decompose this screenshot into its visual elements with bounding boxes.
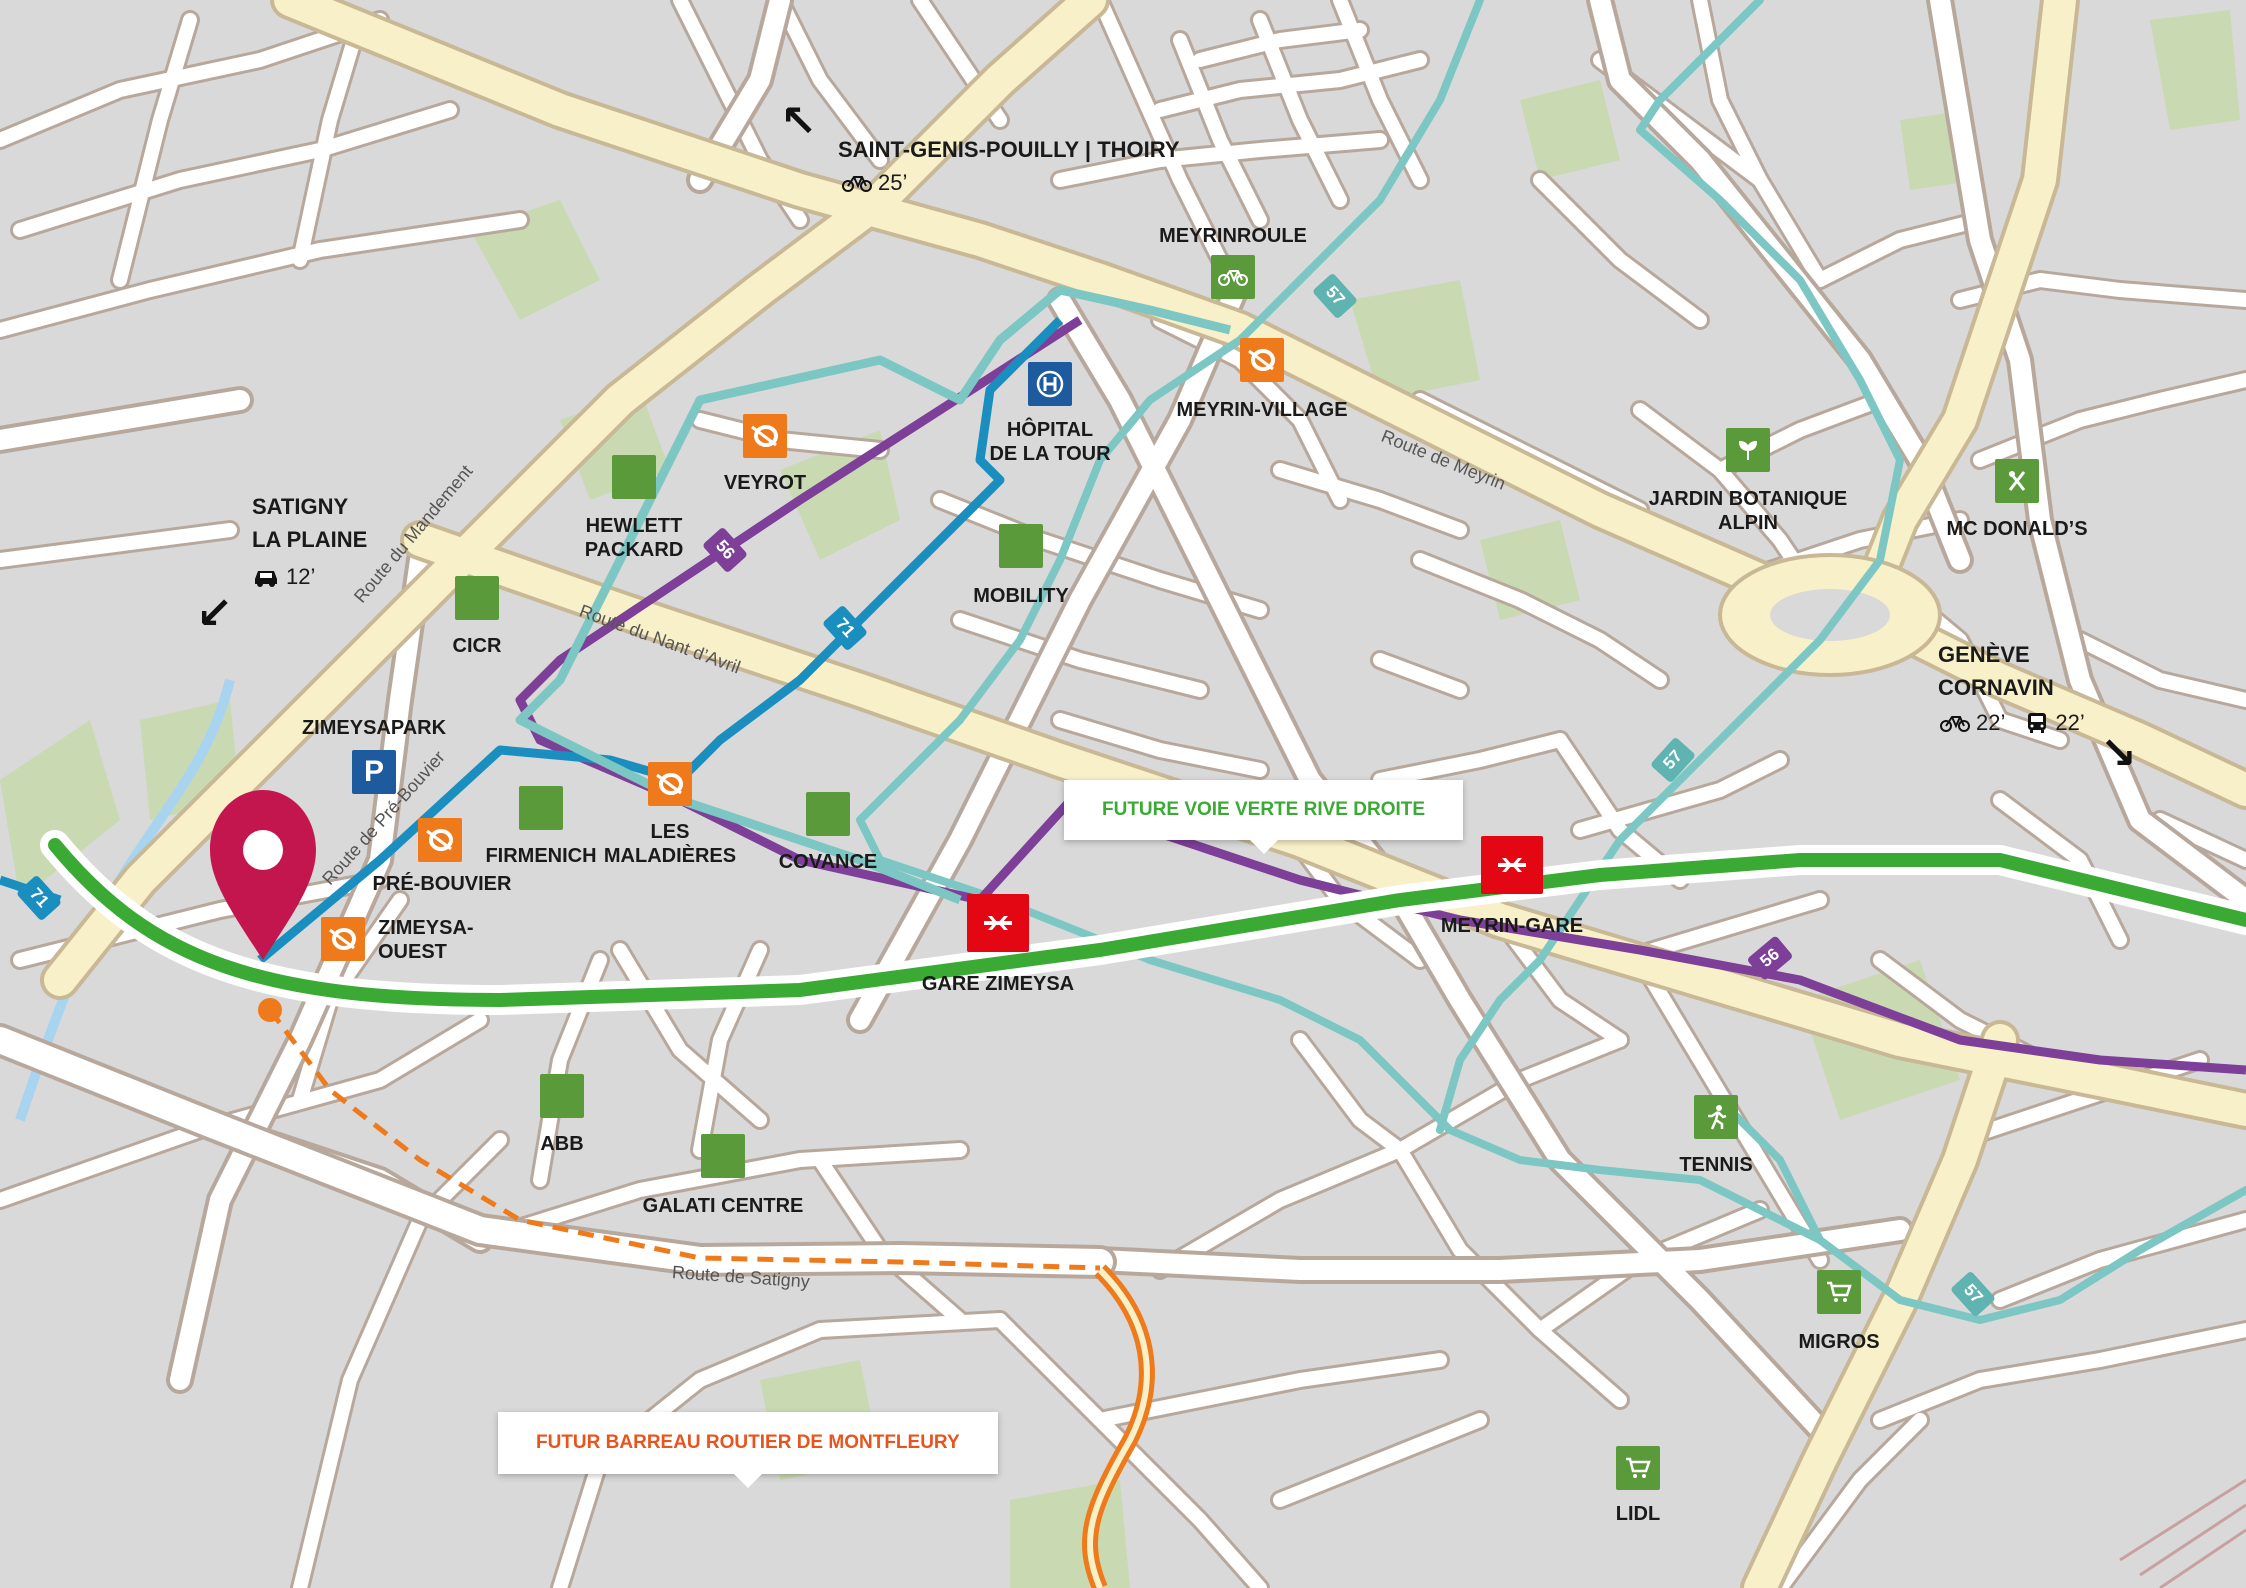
poi-migros-pin[interactable]	[1817, 1270, 1861, 1314]
station-zimeysa-label: GARE ZIMEYSA	[921, 973, 1075, 995]
restaurant-icon	[2008, 471, 2026, 491]
poi-jardin-label: JARDIN BOTANIQUE ALPIN	[1649, 487, 1848, 535]
poi-hewlett-pin[interactable]	[612, 455, 656, 499]
station-meyrin-label: MEYRIN-GARE	[1440, 915, 1584, 937]
bus-stop-icon	[426, 829, 453, 851]
shopping-cart-icon	[1626, 1457, 1651, 1478]
poi-meyrinroule-label: MEYRINROULE	[1159, 225, 1307, 247]
parking-label: ZIMEYSAPARK	[301, 717, 447, 739]
poi-jardin-line2: ALPIN	[1718, 512, 1778, 534]
bus-stop-icon	[751, 425, 778, 447]
poi-galati-label: GALATI CENTRE	[642, 1195, 804, 1217]
station-meyrin-pin[interactable]	[1481, 836, 1543, 894]
arrow-southeast-icon: ↘	[2100, 728, 2137, 779]
bike-time-east: 22’	[1976, 710, 2006, 735]
stop-zimeysa-ouest-label: ZIMEYSA- OUEST	[378, 916, 474, 964]
station-zimeysa-pin[interactable]	[967, 894, 1029, 952]
bike-time-north: 25’	[878, 170, 908, 195]
poi-hewlett-line1: HEWLETT	[585, 515, 683, 537]
poi-galati-pin[interactable]	[701, 1134, 745, 1178]
bus-stop-icon	[656, 773, 683, 795]
poi-abb-pin[interactable]	[540, 1074, 584, 1118]
bus-time-east: 22’	[2055, 710, 2085, 735]
direction-west-line2: LA PLAINE	[252, 527, 368, 552]
poi-cicr-pin[interactable]	[455, 576, 499, 620]
stop-pre-bouvier-pin[interactable]	[418, 818, 462, 862]
rail-tracks	[2119, 1478, 2246, 1588]
poi-hewlett-label: HEWLETT PACKARD	[585, 514, 684, 562]
bus-stop-icon	[1248, 349, 1275, 371]
poi-mcdonalds-pin[interactable]	[1995, 459, 2039, 503]
callout-barreau: FUTUR BARREAU ROUTIER DE MONTFLEURY	[498, 1412, 998, 1488]
poi-meyrinroule-pin[interactable]	[1211, 255, 1255, 299]
callout-voie-verte: FUTURE VOIE VERTE RIVE DROITE	[1064, 780, 1464, 854]
plant-icon	[1738, 440, 1758, 460]
direction-east-time: 22’ 22’	[1940, 710, 2085, 736]
shopping-cart-icon	[1827, 1281, 1852, 1302]
stop-zimeysa-ouest-pin[interactable]	[321, 917, 365, 961]
poi-abb-label: ABB	[540, 1133, 584, 1155]
poi-mobility-label: MOBILITY	[973, 585, 1069, 607]
direction-north-title: SAINT-GENIS-POUILLY | THOIRY	[838, 137, 1180, 162]
poi-covance-pin[interactable]	[806, 792, 850, 836]
poi-tennis-pin[interactable]	[1694, 1095, 1738, 1139]
stop-maladieres-pin[interactable]	[648, 762, 692, 806]
poi-lidl-pin[interactable]	[1616, 1446, 1660, 1490]
stop-pre-bouvier-label: PRÉ-BOUVIER	[372, 873, 512, 895]
stop-maladieres-label: LES MALADIÈRES	[604, 820, 736, 868]
direction-east-line2: CORNAVIN	[1938, 675, 2054, 700]
bike-icon	[1940, 716, 1970, 732]
direction-north-time: 25’	[842, 170, 907, 196]
stop-zimeysa-ouest-line2: OUEST	[378, 941, 447, 963]
poi-hopital-label: HÔPITAL DE LA TOUR	[989, 418, 1110, 466]
parking-pin[interactable]: P	[352, 750, 396, 794]
stop-zimeysa-ouest-line1: ZIMEYSA-	[378, 917, 474, 939]
poi-hopital-pin[interactable]	[1028, 362, 1072, 406]
poi-firmenich-pin[interactable]	[519, 786, 563, 830]
sport-icon	[1708, 1105, 1727, 1130]
direction-east-title: GENÈVE CORNAVIN	[1938, 638, 2054, 704]
train-icon	[984, 916, 1012, 930]
poi-hopital-line1: HÔPITAL	[1006, 419, 1094, 441]
hospital-icon	[1036, 370, 1064, 398]
car-time-west: 12’	[286, 564, 316, 589]
bike-icon	[1218, 270, 1248, 286]
direction-west-time: 12’	[252, 564, 315, 590]
poi-hopital-line2: DE LA TOUR	[989, 443, 1111, 465]
bus-stop-icon	[329, 928, 356, 950]
direction-east-line1: GENÈVE	[1938, 642, 2030, 667]
poi-jardin-pin[interactable]	[1726, 428, 1770, 472]
stop-meyrin-village-pin[interactable]	[1240, 338, 1284, 382]
bus-icon	[2028, 713, 2047, 733]
poi-tennis-label: TENNIS	[1679, 1154, 1753, 1176]
poi-mobility-pin[interactable]	[999, 524, 1043, 568]
parking-icon: P	[363, 755, 384, 788]
poi-firmenich-label: FIRMENICH	[485, 845, 597, 867]
poi-jardin-line1: JARDIN BOTANIQUE	[1648, 488, 1848, 510]
train-icon	[1498, 858, 1526, 872]
stop-maladieres-line2: MALADIÈRES	[603, 845, 737, 867]
stop-veyrot-pin[interactable]	[743, 414, 787, 458]
bike-icon	[842, 176, 872, 192]
stop-veyrot-label: VEYROT	[723, 472, 807, 494]
stop-maladieres-line1: LES	[650, 821, 690, 843]
location-marker-icon	[210, 790, 316, 960]
poi-covance-label: COVANCE	[778, 851, 878, 873]
poi-migros-label: MIGROS	[1798, 1331, 1880, 1353]
poi-cicr-label: CICR	[452, 635, 502, 657]
stop-meyrin-village-label: MEYRIN-VILLAGE	[1176, 399, 1348, 421]
poi-lidl-label: LIDL	[1615, 1503, 1661, 1525]
poi-mcdonalds-label: MC DONALD’S	[1946, 518, 2088, 540]
direction-west-line1: SATIGNY	[252, 494, 349, 519]
direction-west-title: SATIGNY LA PLAINE	[252, 490, 367, 556]
car-icon	[255, 571, 277, 587]
arrow-northwest-icon: ↖	[780, 96, 817, 147]
arrow-southwest-icon: ↙	[196, 588, 233, 639]
poi-hewlett-line2: PACKARD	[584, 539, 684, 561]
main-roads	[40, 0, 2246, 1588]
